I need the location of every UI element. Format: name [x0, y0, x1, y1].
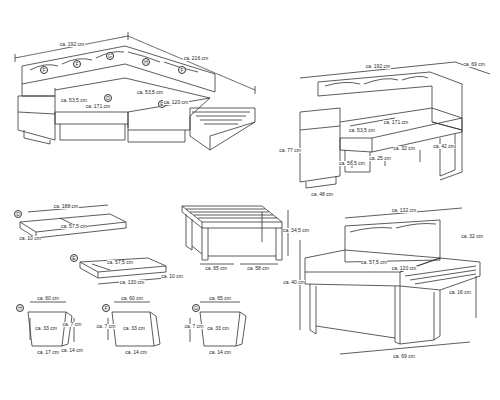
callout-text: D — [16, 212, 20, 217]
dimension-label: ca. 14 cm — [125, 350, 148, 355]
dimension-label: ca. 120 cm — [163, 100, 188, 105]
dimension-label: ca. 57,5 cm — [107, 260, 134, 265]
dimension-label: ca. 14 cm — [209, 350, 232, 355]
dimension-label: ca. 14 cm — [61, 348, 84, 353]
two-seat-sofa — [300, 208, 480, 354]
callout-text: G — [108, 54, 112, 59]
dimension-label: ca. 69 cm — [393, 354, 416, 359]
callout-letter: F — [102, 304, 110, 312]
dimension-label: ca. 171 cm — [383, 120, 408, 125]
dimension-label: ca. 10 cm — [19, 236, 42, 241]
callout-text: F — [180, 68, 183, 73]
callout-letter: F — [178, 66, 186, 74]
dimension-label: ca. 65 cm — [205, 266, 228, 271]
dimension-label: ca. 192 cm — [365, 64, 390, 69]
callout-text: E — [72, 256, 75, 261]
callout-letter: E — [70, 254, 78, 262]
dimension-label: ca. 65 cm — [209, 296, 232, 301]
dimension-label: ca. 69 cm — [463, 62, 486, 67]
callout-text: G — [194, 306, 198, 311]
dimension-label: ca. 56,5 cm — [339, 161, 366, 166]
seat-cushion-d — [20, 205, 126, 238]
dimension-label: ca. 7 cm — [184, 324, 204, 329]
callout-letter: F — [73, 60, 81, 68]
dimension-label: ca. 25 cm — [369, 156, 392, 161]
callout-letter: D — [104, 94, 112, 102]
callout-text: H — [18, 306, 22, 311]
dimension-label: ca. 57,5 cm — [361, 260, 388, 265]
back-cushions — [28, 302, 246, 346]
dimension-label: ca. 77 cm — [279, 148, 302, 153]
callout-letter: H — [142, 58, 150, 66]
three-seat-sofa — [300, 62, 490, 188]
dimension-label: ca. 60 cm — [37, 296, 60, 301]
callout-letter: F — [40, 66, 48, 74]
dimension-label: ca. 7 cm — [62, 322, 82, 327]
dimension-label: ca. 7 cm — [96, 324, 116, 329]
dimension-label: ca. 53,5 cm — [349, 128, 376, 133]
callout-letter: D — [14, 210, 22, 218]
dimension-label: ca. 60 cm — [121, 296, 144, 301]
dimension-label: ca. 130 cm — [119, 280, 144, 285]
coffee-table — [182, 206, 288, 264]
dimension-label: ca. 33 cm — [35, 326, 58, 331]
callout-letter: G — [106, 52, 114, 60]
corner-sofa — [15, 32, 255, 150]
callout-letter: G — [192, 304, 200, 312]
dimension-label: ca. 58 cm — [247, 266, 270, 271]
dimension-label: ca. 216 cm — [183, 56, 208, 61]
dimension-label: ca. 16 cm — [449, 290, 472, 295]
dimension-label: ca. 33 cm — [123, 326, 146, 331]
dimension-label: ca. 17 cm — [37, 350, 60, 355]
dimension-label: ca. 188 cm — [53, 204, 78, 209]
callout-text: D — [106, 96, 110, 101]
dimension-label: ca. 32 cm — [461, 234, 484, 239]
dimension-label: ca. 192 cm — [59, 42, 84, 47]
dimension-label: ca. 48 cm — [311, 192, 334, 197]
dimension-label: ca. 40 cm — [283, 280, 306, 285]
dimension-label: ca. 33 cm — [207, 326, 230, 331]
callout-text: F — [75, 62, 78, 67]
dimension-label: ca. 34,5 cm — [283, 228, 310, 233]
callout-text: H — [144, 60, 148, 65]
dimension-label: ca. 171 cm — [85, 104, 110, 109]
callout-text: F — [42, 68, 45, 73]
callout-letter: H — [16, 304, 24, 312]
dimension-label: ca. 132 cm — [391, 208, 416, 213]
dimension-label: ca. 32 cm — [393, 146, 416, 151]
dimension-label: ca. 53,5 cm — [137, 90, 164, 95]
dimension-label: ca. 57,5 cm — [61, 224, 88, 229]
dimension-label: ca. 53,5 cm — [61, 98, 88, 103]
dimension-label: ca. 42 cm — [433, 144, 456, 149]
callout-text: F — [104, 306, 107, 311]
dimension-label: ca. 10 cm — [161, 274, 184, 279]
dimension-label: ca. 120 cm — [391, 266, 416, 271]
seat-cushion-e — [80, 258, 166, 284]
